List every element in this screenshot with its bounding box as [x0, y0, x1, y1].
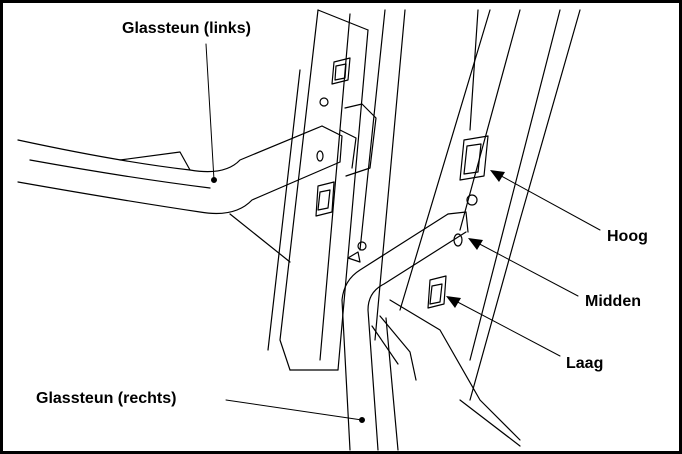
label-low-position: Laag [564, 355, 606, 373]
right-glass-support [341, 211, 469, 451]
right-support-dot [359, 417, 365, 423]
left-support-dot [211, 177, 217, 183]
label-right-glass-support: Glassteun (rechts) [34, 390, 179, 408]
arrow-middle [468, 238, 483, 250]
arrow-high [490, 170, 505, 182]
left-post [267, 9, 406, 371]
label-middle-position: Midden [583, 293, 643, 311]
leader-lines [205, 43, 601, 423]
left-glass-support [17, 125, 357, 263]
right-post [389, 9, 581, 447]
label-left-glass-support: Glassteun (links) [120, 20, 253, 38]
label-high-position: Hoog [605, 228, 650, 246]
arrowheads [446, 170, 505, 308]
arrow-low [446, 296, 461, 308]
